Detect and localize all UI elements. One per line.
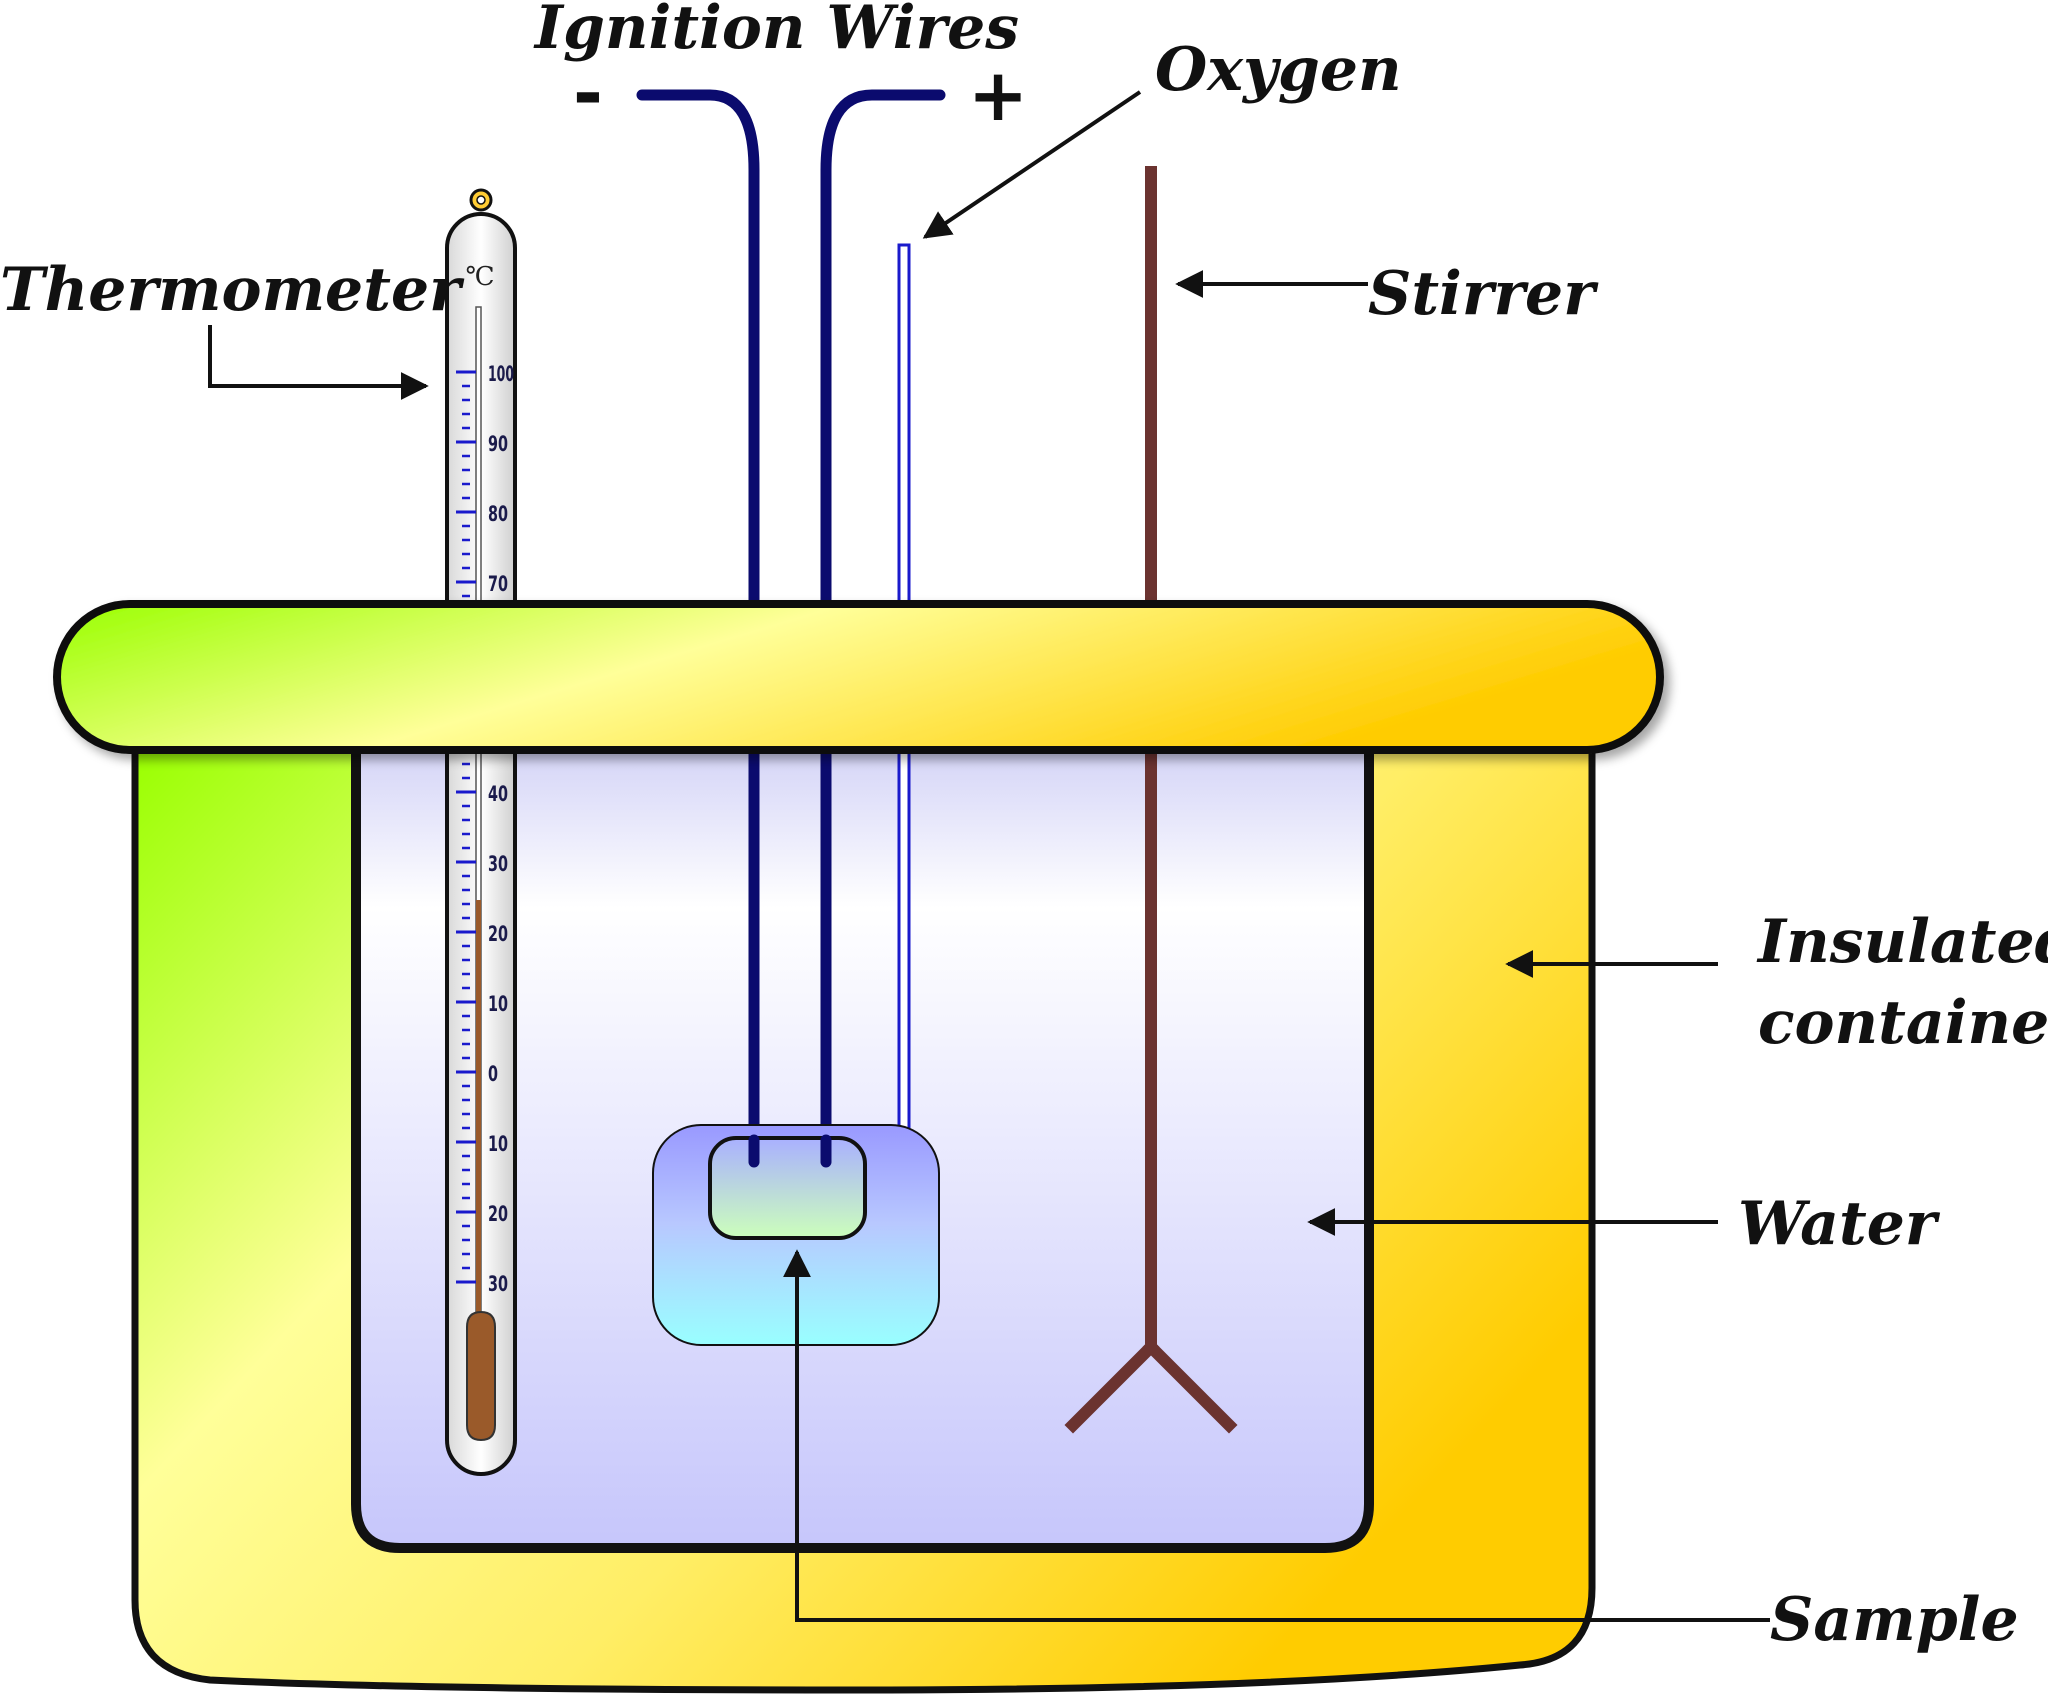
scale-number: 100 bbox=[488, 362, 514, 386]
scale-number: 10 bbox=[488, 992, 508, 1016]
water-label: Water bbox=[1738, 1189, 1941, 1259]
scale-number: 30 bbox=[488, 1272, 508, 1296]
scale-number: 90 bbox=[488, 432, 508, 456]
plus-sign: + bbox=[968, 53, 1028, 137]
scale-number: 80 bbox=[488, 502, 508, 526]
thermometer: ℃ 1009080706050403020100102030 bbox=[445, 188, 517, 1476]
scale-number: 70 bbox=[488, 572, 508, 596]
thermometer-bulb bbox=[466, 1310, 496, 1442]
leader-lines bbox=[208, 90, 1770, 1622]
stirrer bbox=[1064, 166, 1238, 1434]
container-lid bbox=[53, 600, 1664, 754]
insulated-label-line2: container bbox=[1758, 988, 2048, 1058]
mercury-column bbox=[476, 900, 481, 1327]
scale-number: 0 bbox=[488, 1062, 498, 1086]
sample-label: Sample bbox=[1770, 1585, 2019, 1655]
thermometer-unit: ℃ bbox=[465, 262, 494, 292]
stirrer-label: Stirrer bbox=[1368, 259, 1599, 329]
sample-arrow bbox=[783, 1249, 1770, 1622]
oxygen-label: Oxygen bbox=[1155, 35, 1402, 105]
scale-number: 30 bbox=[488, 852, 508, 876]
ignition-wire-negative bbox=[636, 89, 760, 1168]
sample-cup bbox=[708, 1136, 867, 1240]
insulated-label-line1: Insulated bbox=[1756, 907, 2048, 977]
scale-number: 20 bbox=[488, 1202, 508, 1226]
scale-number: 10 bbox=[488, 1132, 508, 1156]
thermometer-arrow bbox=[208, 325, 429, 400]
thermometer-label: Thermometer bbox=[0, 255, 465, 325]
scale-number: 20 bbox=[488, 922, 508, 946]
ignition-wire-positive bbox=[820, 89, 946, 1168]
oxygen-arrow bbox=[922, 90, 1142, 239]
ignition-wires-label: Ignition Wires bbox=[533, 0, 1019, 63]
scale-number: 40 bbox=[488, 782, 508, 806]
minus-sign: - bbox=[573, 51, 603, 135]
